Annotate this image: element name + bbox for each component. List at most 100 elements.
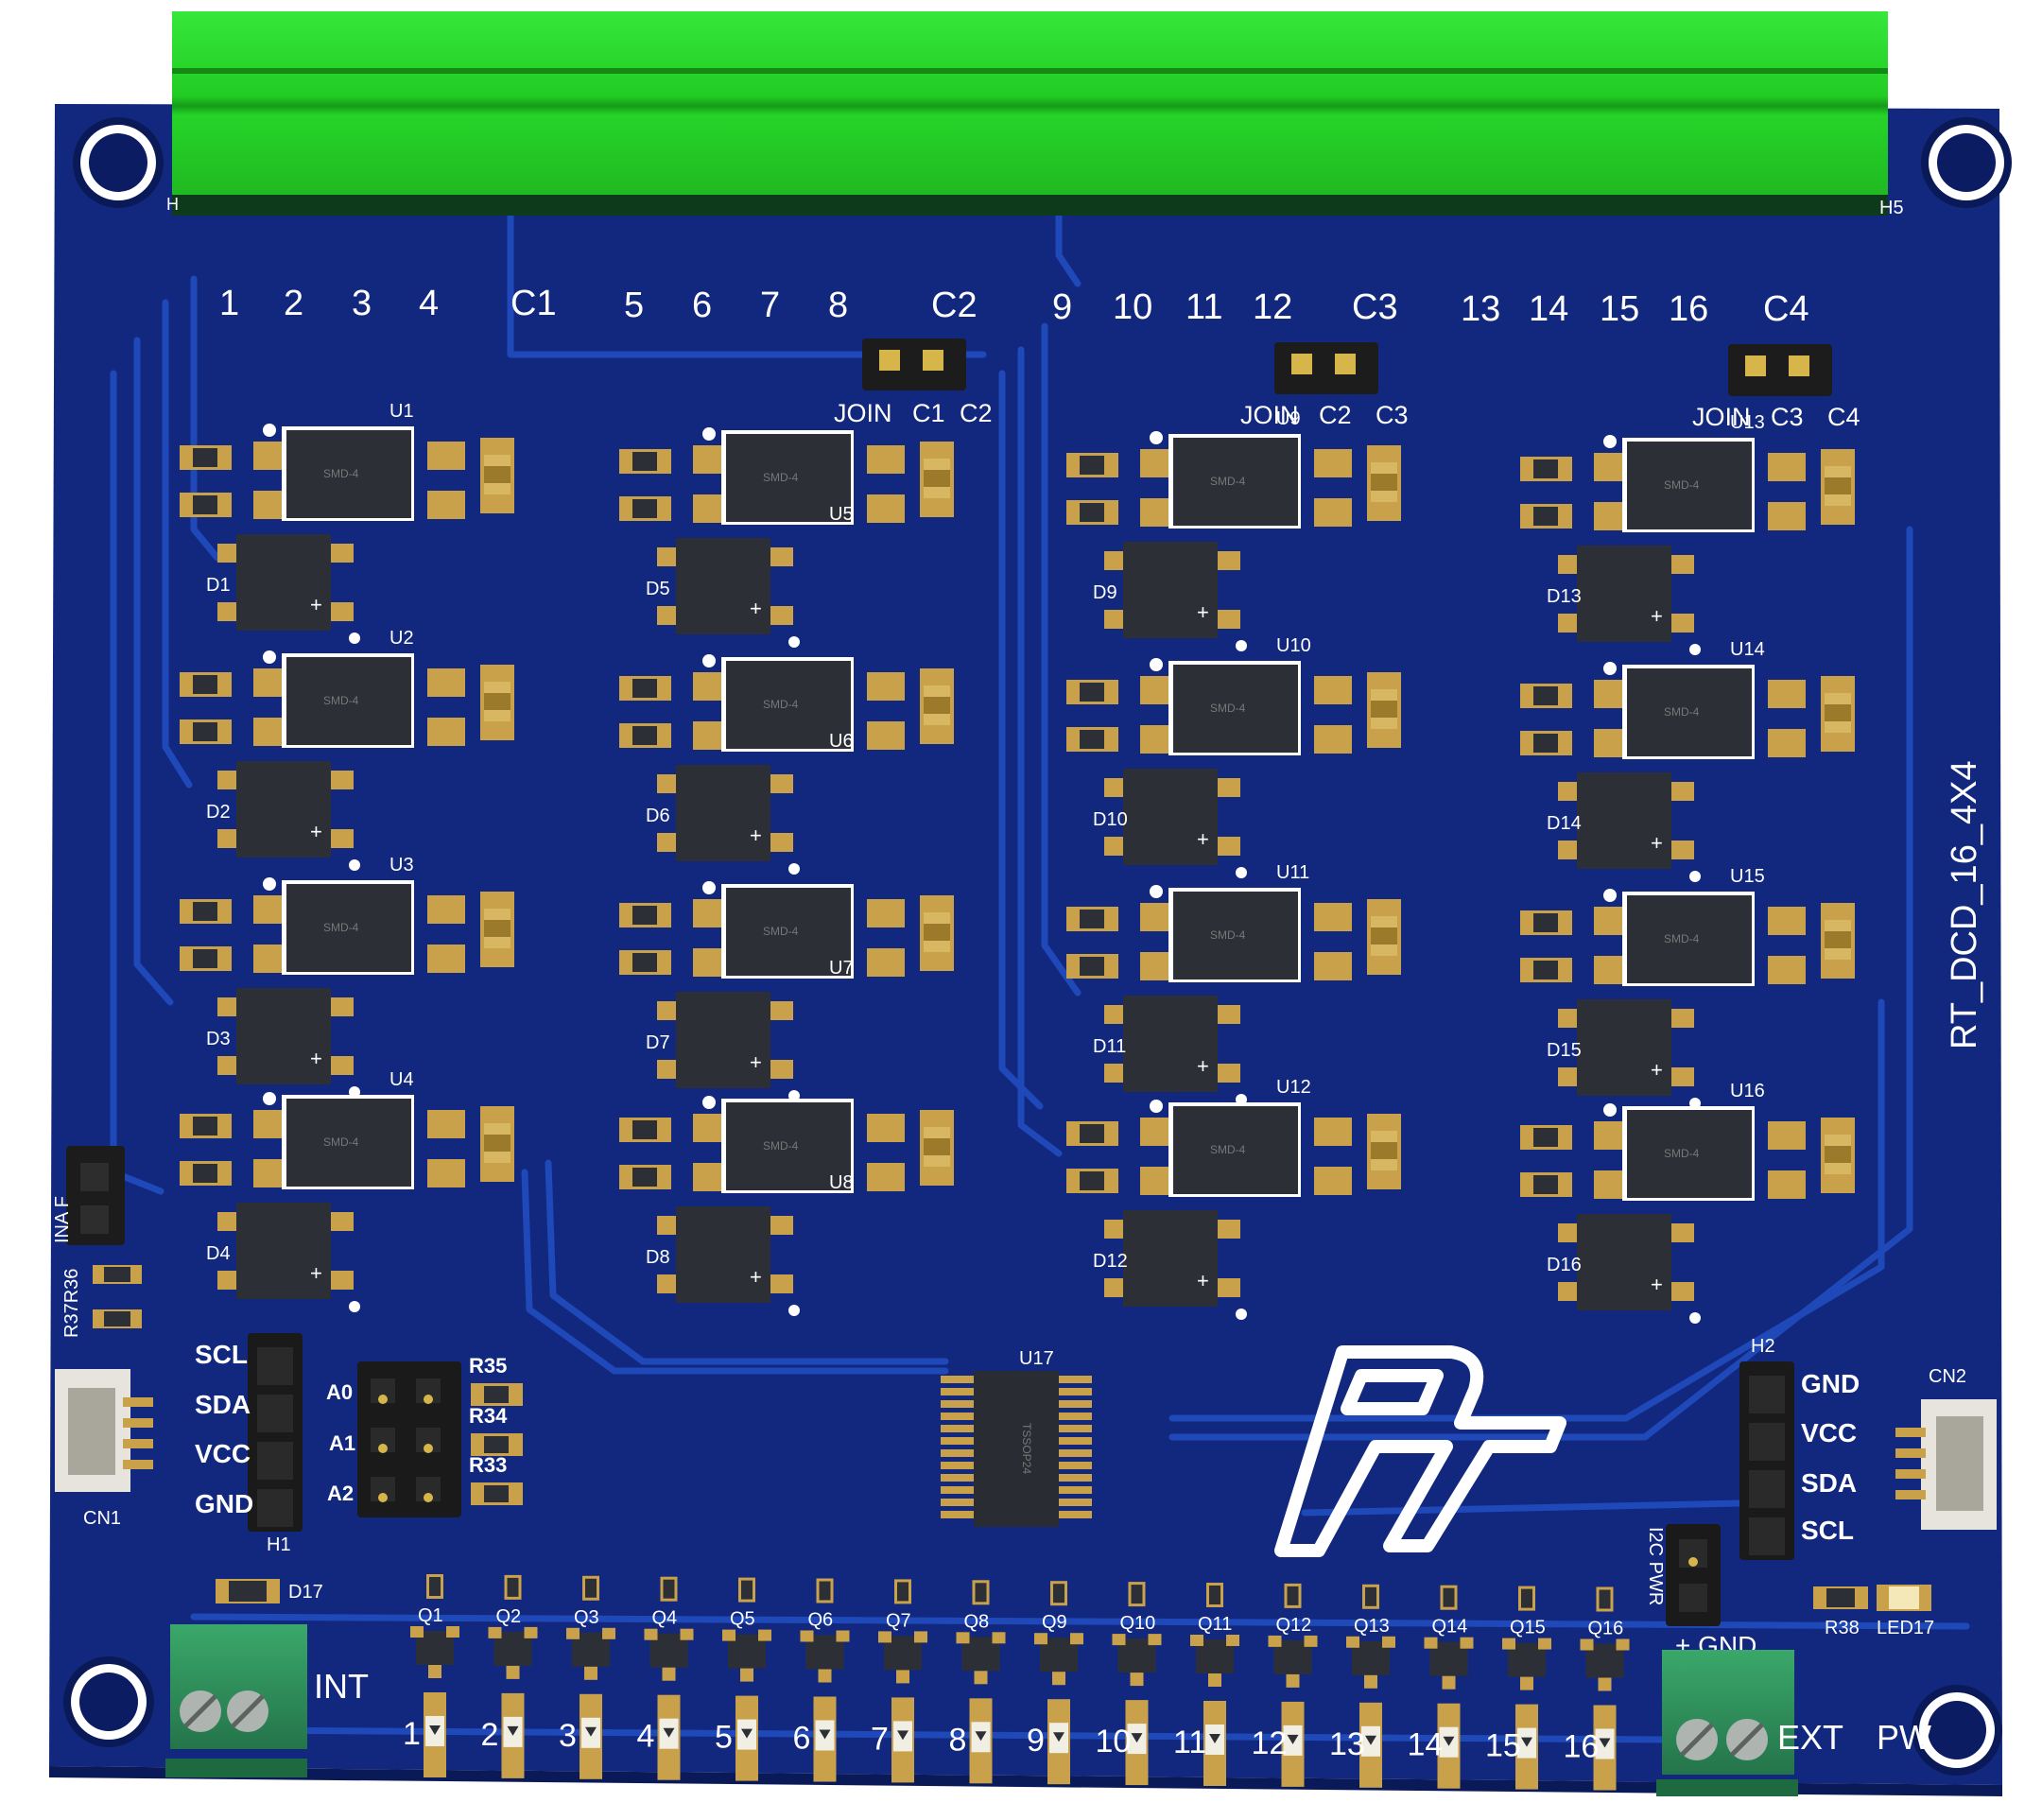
channel-cell: SMD-4U2+D2 [180, 628, 514, 871]
bridge-pad [770, 774, 793, 793]
opto-body-text: SMD-4 [1664, 478, 1700, 492]
opto-pad [427, 668, 465, 697]
resistor-body [1533, 507, 1558, 526]
ic-u17-expander: TSSOP24 [941, 1371, 1092, 1527]
resistor-body [1080, 957, 1104, 976]
bridge-pad [1218, 1064, 1240, 1083]
bridge-rectifier-4 [236, 1203, 331, 1299]
output-number-label: 3 [559, 1718, 577, 1754]
pin1-dot [1603, 889, 1617, 902]
output-number-label: 14 [1408, 1727, 1444, 1763]
transistor-pad [602, 1627, 615, 1639]
int-terminal-block[interactable] [165, 1624, 307, 1777]
opto-pad [867, 948, 905, 977]
opto-body-text: SMD-4 [1664, 705, 1700, 719]
opto-pad [1314, 903, 1352, 931]
join-jumper-c3-c4[interactable] [1728, 344, 1832, 396]
u17-pin [1056, 1486, 1092, 1494]
u17-pin [941, 1400, 977, 1408]
join-jumper-c1-c2[interactable] [862, 338, 966, 390]
join-jumper-c2-c3[interactable] [1274, 342, 1378, 394]
address-jumper-block[interactable] [357, 1361, 461, 1517]
output-led-arrow [1209, 1734, 1220, 1743]
bridge-pad [217, 1271, 240, 1290]
bridge-pad [331, 829, 354, 848]
channel-label: 14 [1529, 289, 1568, 329]
ext-terminal-block[interactable] [1656, 1650, 1798, 1796]
output-number-label: 5 [715, 1720, 733, 1756]
top-connector-left-label: H [166, 195, 179, 214]
ext-label: EXT [1777, 1718, 1843, 1757]
transistor-pad [1226, 1635, 1239, 1646]
transistor-ref-label: Q16 [1588, 1619, 1624, 1639]
resistor-r37 [93, 1265, 142, 1284]
transistor-pad [488, 1626, 502, 1638]
capacitor-band [1371, 1142, 1397, 1159]
board-model-label: RT_DCD_16_4X4 [1945, 760, 1984, 1049]
transistor-resistor-body [819, 1581, 831, 1601]
join-label: JOIN [834, 399, 892, 427]
opto-pad [427, 718, 465, 746]
bridge-pad [217, 1056, 240, 1075]
transistor-pad [1346, 1636, 1359, 1648]
transistor-pad [1442, 1675, 1456, 1690]
output-led-arrow [897, 1730, 909, 1741]
opto-ref-label: U16 [1730, 1081, 1765, 1101]
bridge-pad [657, 547, 680, 566]
bridge-pad [1104, 1220, 1127, 1239]
cn2-connector[interactable] [1895, 1399, 1997, 1530]
bridge-ref-label: D2 [206, 802, 231, 823]
ina-jumper[interactable] [66, 1146, 125, 1245]
opto-ref-label: U13 [1730, 412, 1765, 433]
bridge-pad [1218, 610, 1240, 629]
capacitor-band [484, 466, 510, 483]
channel-label: 15 [1600, 289, 1639, 329]
u17-pin [1056, 1499, 1092, 1506]
bridge-pad [1671, 782, 1694, 801]
join-label: C2 [1319, 401, 1352, 429]
transistor-resistor-body [585, 1578, 597, 1598]
opto-pad [1314, 498, 1352, 527]
opto-ref-label: U9 [1276, 408, 1301, 429]
output-channel: Q44 [637, 1576, 694, 1780]
diode-d17 [216, 1579, 280, 1603]
transistor-pad [1208, 1673, 1221, 1687]
opto-body-text: SMD-4 [323, 1135, 359, 1149]
bridge-dot [349, 633, 360, 644]
transistor-resistor-body [1053, 1584, 1064, 1603]
capacitor-band [924, 697, 950, 714]
top-connector-right-label: H5 [1879, 198, 1904, 218]
mounting-hole-tr [1921, 117, 2012, 208]
resistor-body [193, 949, 217, 968]
channel-label: C1 [510, 284, 557, 323]
bridge-pad [1218, 837, 1240, 856]
u17-pin [941, 1474, 977, 1482]
bridge-pad [1218, 778, 1240, 797]
opto-ref-label: U15 [1730, 866, 1765, 887]
opto-pad [427, 491, 465, 519]
transistor-resistor-body [507, 1577, 519, 1597]
i2c-pwr-jumper[interactable] [1666, 1524, 1721, 1626]
header-h2[interactable] [1739, 1361, 1794, 1560]
output-channel: Q88 [949, 1580, 1006, 1784]
capacitor-band [1825, 1146, 1851, 1163]
pw-label: PW [1877, 1718, 1931, 1757]
bridge-dot [1236, 1309, 1247, 1320]
transistor-pad [1382, 1636, 1395, 1648]
channel-label: 3 [352, 284, 372, 323]
channel-label: 5 [624, 286, 644, 325]
header-h1[interactable] [248, 1333, 303, 1532]
output-number-label: 6 [793, 1721, 811, 1757]
bridge-plus: + [1651, 1273, 1663, 1296]
u17-pin [941, 1449, 977, 1457]
cn1-connector[interactable] [55, 1369, 153, 1492]
optocoupler-12 [1173, 1106, 1298, 1194]
bridge-pad [331, 602, 354, 621]
resistor-body [632, 1120, 657, 1139]
resistor-r36 [93, 1309, 142, 1328]
transistor-resistor-body [741, 1580, 753, 1600]
opto-ref-label: U14 [1730, 639, 1765, 660]
